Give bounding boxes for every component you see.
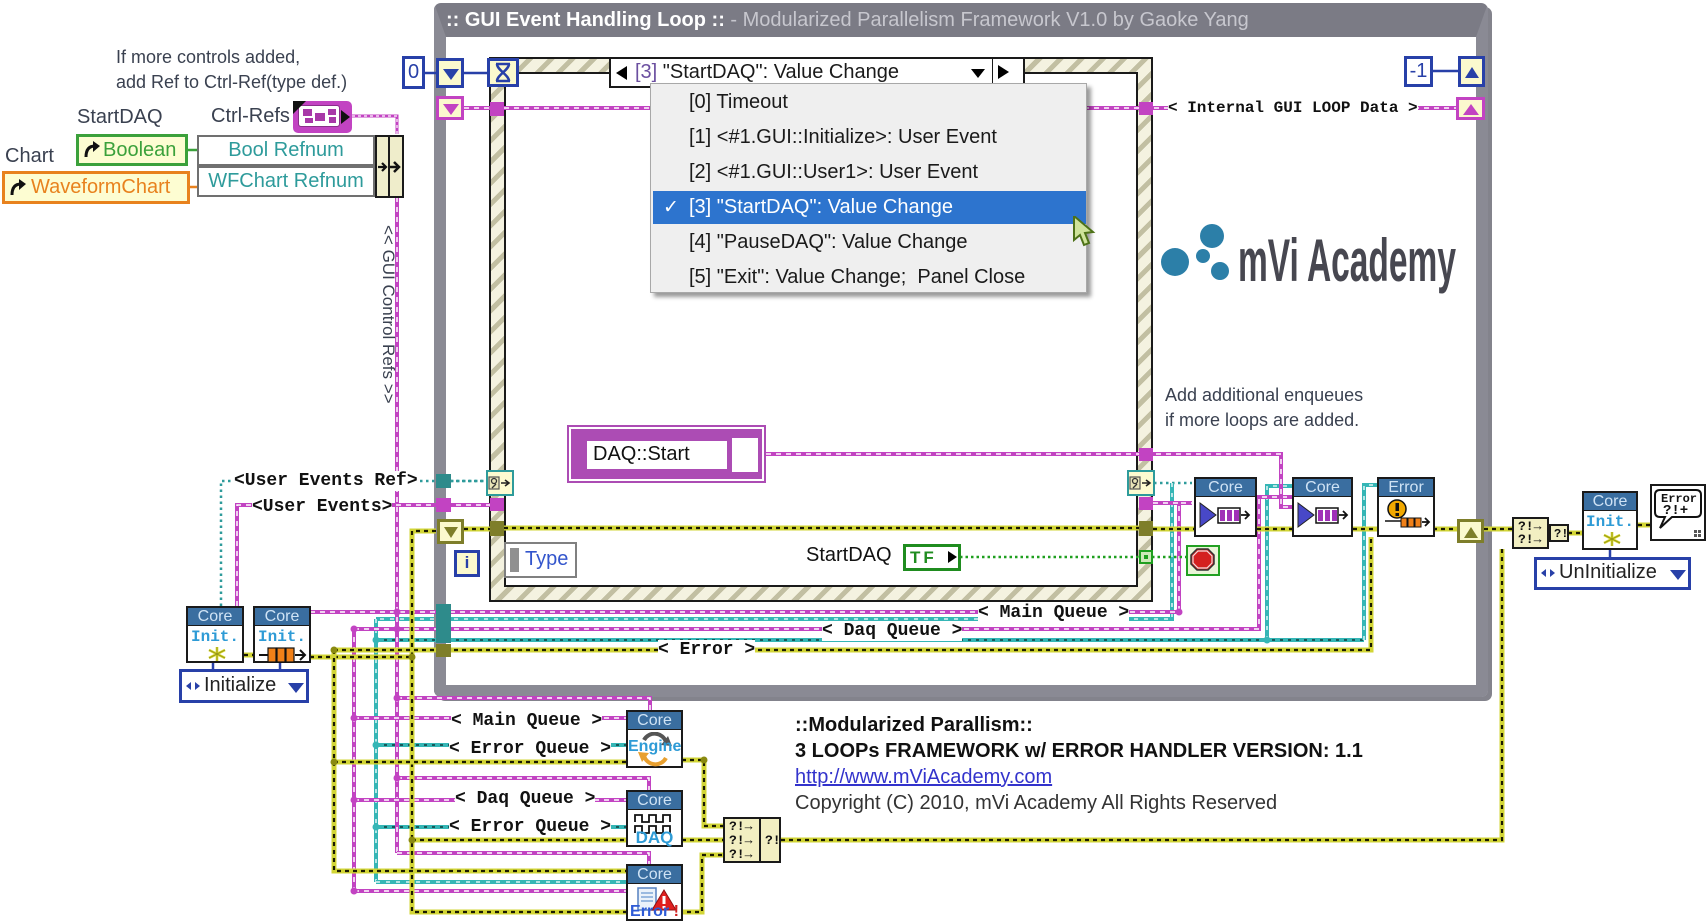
svg-text:Error: Error [1661, 492, 1697, 506]
svg-text:?!+: ?!+ [1663, 503, 1688, 519]
svg-text:mVi Academy: mVi Academy [1238, 227, 1456, 294]
